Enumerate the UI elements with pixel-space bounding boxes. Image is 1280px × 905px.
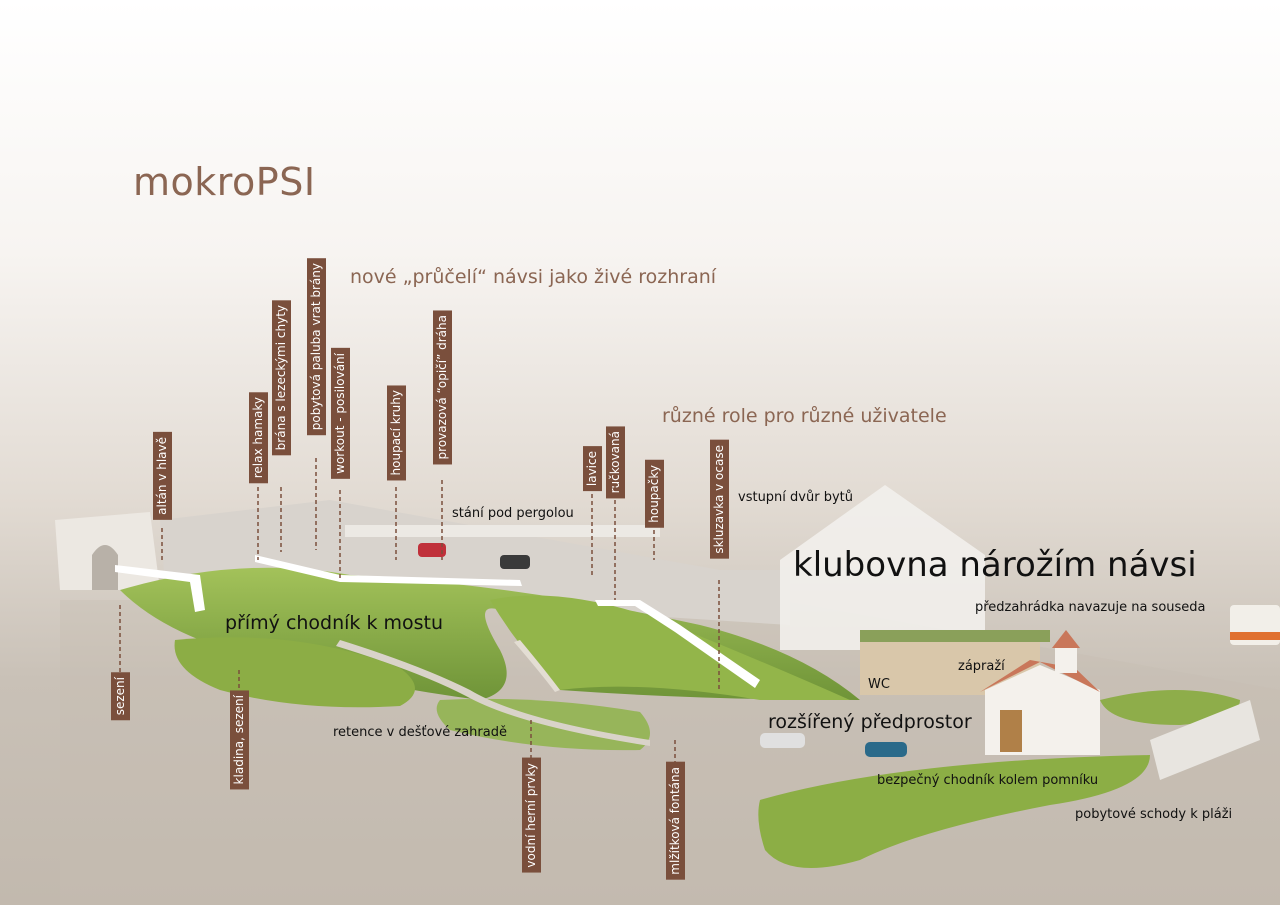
label-schody: pobytové schody k pláži xyxy=(1075,807,1233,822)
footpath xyxy=(336,640,650,746)
label-chodnik: přímý chodník k mostu xyxy=(225,612,444,634)
label-wc: WC xyxy=(868,677,890,692)
label-retence: retence v dešťové zahradě xyxy=(333,725,507,740)
label-chodnik-pomnik: bezpečný chodník kolem pomníku xyxy=(877,773,1099,788)
label-zaprazi: zápraží xyxy=(958,659,1005,674)
white-ribbon xyxy=(115,565,205,612)
headline: klubovna nárožím návsi xyxy=(793,545,1197,585)
clubhouse xyxy=(780,485,985,650)
page-title: mokroPSI xyxy=(133,160,316,204)
label-predzahradka: předzahrádka navazuje na souseda xyxy=(975,600,1206,615)
label-dvur: vstupní dvůr bytů xyxy=(738,490,853,505)
pergola xyxy=(345,525,660,537)
label-pergola: stání pod pergolou xyxy=(452,506,574,521)
beach-steps xyxy=(1150,700,1260,780)
label-predprostor: rozšířený předprostor xyxy=(768,711,972,733)
car xyxy=(418,543,446,557)
subtitle-facade: nové „průčelí“ návsi jako živé rozhraní xyxy=(350,266,717,288)
subtitle-roles: různé role pro různé uživatele xyxy=(662,405,947,427)
